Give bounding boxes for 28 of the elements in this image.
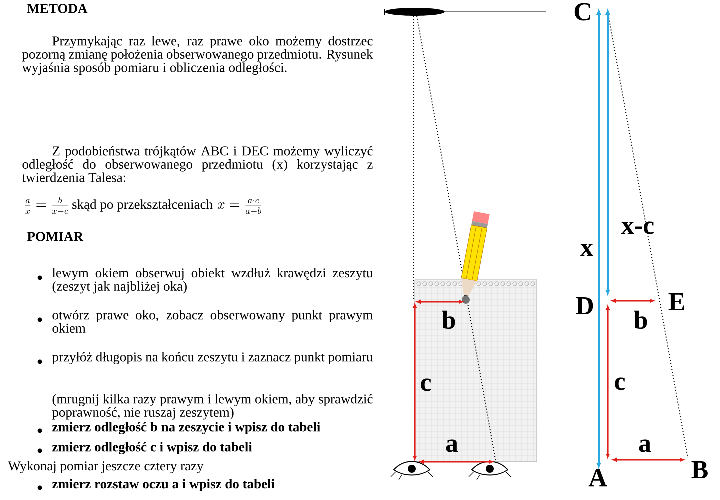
instruction-text: Wykonaj pomiar jeszcze cztery razy [8, 461, 204, 474]
point-label: B [692, 461, 708, 479]
list-item: (mrugnij kilka razy prawym i lewym okiem, aby sprawdzić poprawność, nie ruszaj zeszytem) [52, 394, 373, 420]
list-item: przyłóż długopis na końcu zeszytu i zaznacz punkt pomiaru [52, 352, 373, 364]
formula: $\frac{a}{x}=\frac{b}{x-c}$ [25, 197, 68, 214]
dimension-label: c [615, 378, 626, 390]
formula-text: skąd po przekształceniach [72, 200, 213, 212]
point-label: A [588, 469, 608, 487]
paragraph: Z podobieństwa trójkątów ABC i DEC możemy wyliczyć odległość do obserwowanego przedmiotu (x) korzystając z twierdzenia Talesa: [22, 146, 373, 182]
dimension-label: c [421, 378, 432, 392]
dimension-label: a [639, 440, 652, 452]
dimension-label: a [446, 440, 458, 452]
section-heading: METODA [27, 4, 88, 14]
dimension-label: x [580, 244, 594, 256]
point-label: D [576, 297, 594, 315]
point-label: E [668, 293, 684, 310]
list-item: otwórz prawe oko, zobacz obserwowany punkt prawym okiem [52, 310, 373, 333]
formula: $x=\frac{a\cdot c}{a-b}$ [218, 199, 262, 214]
dimension-label: x-c [622, 222, 654, 234]
dimension-label: b [442, 310, 456, 330]
list-item: zmierz odległość c i wpisz do tabeli [52, 442, 252, 455]
dimension-label: b [634, 310, 648, 330]
section-heading: POMIAR [27, 232, 84, 242]
list-item: zmierz rozstaw oczu a i wpisz do tabeli [52, 479, 275, 492]
list-item: lewym okiem obserwuj obiekt wzdłuż krawędzi zeszytu (zeszyt jak najbliżej oka) [52, 268, 373, 294]
paragraph: Przymykając raz lewe, raz prawe oko możemy dostrzec pozorną zmianę położenia obserwowanego przedmiotu. Rysunek wyjaśnia sposób pomiaru i obliczenia odległości. [22, 36, 374, 76]
point-label: C [574, 3, 590, 21]
list-item: zmierz odległość b na zeszycie i wpisz do tabeli [52, 422, 320, 435]
